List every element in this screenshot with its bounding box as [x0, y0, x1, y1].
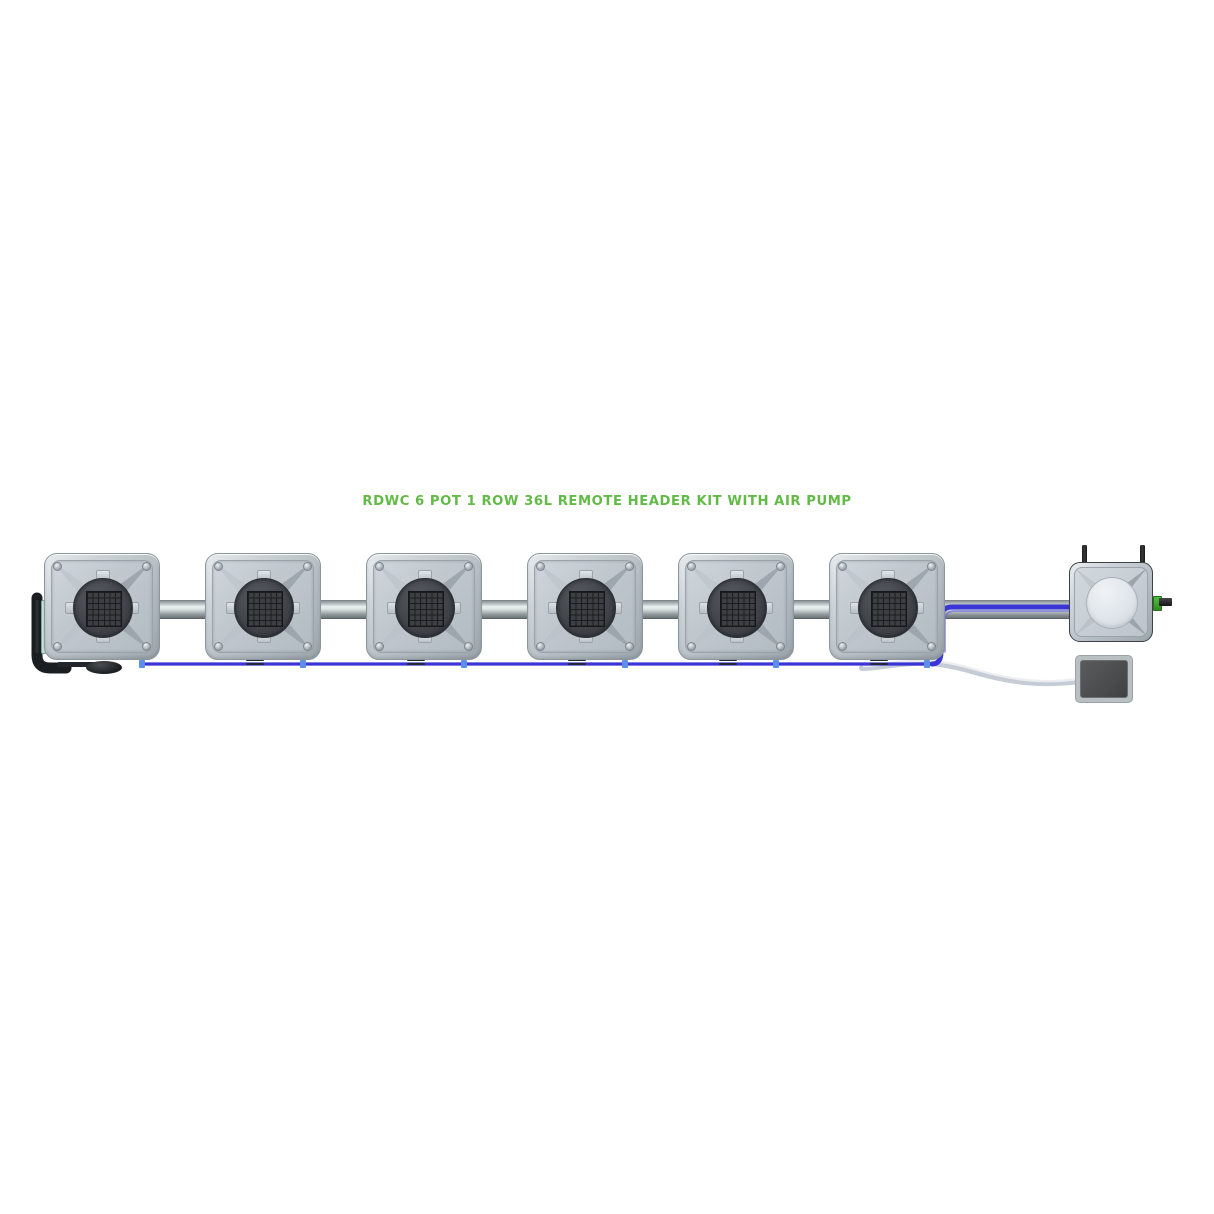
pot-screw-bottom-left: [838, 642, 847, 651]
pot-screw-bottom-right: [464, 642, 473, 651]
grow-pot-2[interactable]: [205, 553, 321, 660]
pot-screw-top-left: [214, 562, 223, 571]
drain-tap-nozzle-icon: [1159, 598, 1172, 606]
pot-screw-top-left: [53, 562, 62, 571]
pot-screw-bottom-right: [142, 642, 151, 651]
mesh-grid-icon: [86, 590, 122, 627]
pot-screw-top-left: [536, 562, 545, 571]
pot-screw-bottom-right: [625, 642, 634, 651]
air-port-post-left: [1082, 545, 1087, 563]
pot-screw-bottom-left: [536, 642, 545, 651]
air-line-connector-6: [924, 660, 930, 668]
pot-screw-top-right: [303, 562, 312, 571]
pot-screw-top-right: [142, 562, 151, 571]
mesh-grid-icon: [871, 590, 907, 627]
mesh-net-pot-6[interactable]: [858, 577, 918, 638]
grow-pot-4[interactable]: [527, 553, 643, 660]
manifold-pipe-segment-3: [474, 600, 536, 619]
pot-screw-top-right: [625, 562, 634, 571]
pot-screw-bottom-right: [303, 642, 312, 651]
mesh-net-pot-5[interactable]: [707, 577, 767, 638]
pot-screw-bottom-right: [776, 642, 785, 651]
manifold-pipe-segment-2: [313, 600, 375, 619]
grow-pot-6[interactable]: [829, 553, 945, 660]
pot-screw-bottom-left: [53, 642, 62, 651]
air-line-connector-1: [139, 660, 145, 668]
pot-screw-bottom-right: [927, 642, 936, 651]
remote-header-tank[interactable]: [1069, 562, 1153, 642]
air-line-connector-2: [300, 660, 306, 668]
drain-bar-left: [57, 662, 109, 667]
mesh-grid-icon: [247, 590, 283, 627]
pot-screw-bottom-left: [214, 642, 223, 651]
air-pump[interactable]: [1075, 655, 1133, 703]
pot-screw-top-left: [375, 562, 384, 571]
pot-screw-top-left: [687, 562, 696, 571]
pot-screw-bottom-left: [375, 642, 384, 651]
drain-outlet-blob: [86, 661, 122, 674]
air-line-connector-4: [622, 660, 628, 668]
grow-pot-3[interactable]: [366, 553, 482, 660]
manifold-pipe-segment-4: [635, 600, 687, 619]
mesh-net-pot-3[interactable]: [395, 577, 455, 638]
grow-pot-5[interactable]: [678, 553, 794, 660]
air-port-post-right: [1140, 545, 1145, 563]
air-line-connector-3: [461, 660, 467, 668]
pot-screw-top-right: [776, 562, 785, 571]
pot-screw-top-left: [838, 562, 847, 571]
page-title: RDWC 6 POT 1 ROW 36L REMOTE HEADER KIT W…: [362, 494, 852, 509]
air-line-connector-5: [773, 660, 779, 668]
mesh-grid-icon: [408, 590, 444, 627]
mesh-net-pot-2[interactable]: [234, 577, 294, 638]
mesh-net-pot-1[interactable]: [73, 577, 133, 638]
pot-screw-top-right: [464, 562, 473, 571]
header-tank-lid[interactable]: [1086, 577, 1138, 629]
air-pump-body: [1080, 660, 1128, 698]
grow-pot-1[interactable]: [44, 553, 160, 660]
manifold-pipe-segment-5: [786, 600, 838, 619]
pot-screw-top-right: [927, 562, 936, 571]
pot-screw-bottom-left: [687, 642, 696, 651]
manifold-pipe-to-header: [937, 600, 1077, 619]
mesh-grid-icon: [569, 590, 605, 627]
manifold-pipe-segment-1: [152, 600, 214, 619]
mesh-grid-icon: [720, 590, 756, 627]
mesh-net-pot-4[interactable]: [556, 577, 616, 638]
